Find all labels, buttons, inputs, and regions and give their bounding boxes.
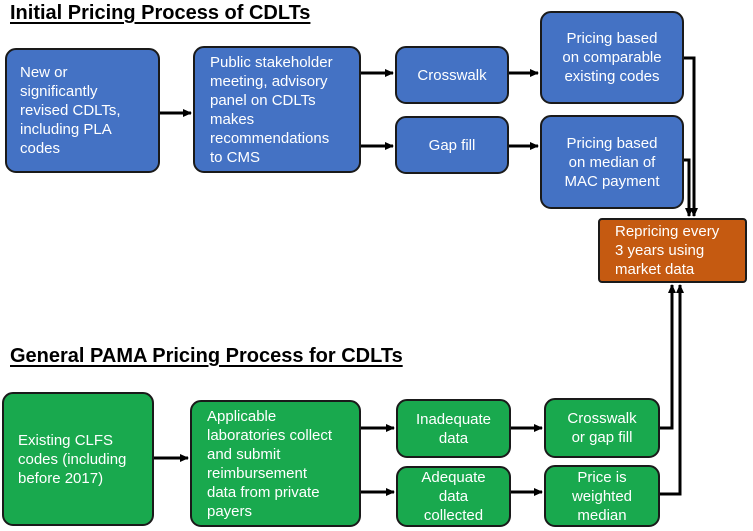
gap-fill-text: Gap fill: [428, 136, 476, 154]
crosswalk-gap-fill-box: Crosswalk or gap fill: [544, 398, 660, 458]
adequate-data-text: Adequate data collected: [421, 469, 486, 524]
new-cdlts-box: New or significantly revised CDLTs, incl…: [5, 48, 160, 173]
pricing-comparable-text: Pricing based on comparable existing cod…: [562, 30, 662, 85]
existing-clfs-box: Existing CLFS codes (including before 20…: [2, 392, 154, 526]
pricing-median-box: Pricing based on median of MAC payment: [540, 115, 684, 209]
stakeholder-meeting-text: Public stakeholder meeting, advisory pan…: [210, 53, 333, 166]
repricing-text: Repricing every 3 years using market dat…: [615, 223, 720, 278]
crosswalk-text: Crosswalk: [417, 66, 487, 84]
arrow-weighted-median-to-repricing: [660, 284, 684, 496]
inadequate-data-box: Inadequate data: [396, 399, 511, 458]
crosswalk-gap-fill-text: Crosswalk or gap fill: [567, 410, 637, 446]
adequate-data-box: Adequate data collected: [396, 466, 511, 527]
arrow-pricing-median-to-repricing: [684, 158, 693, 217]
new-cdlts-text: New or significantly revised CDLTs, incl…: [20, 64, 121, 157]
existing-clfs-text: Existing CLFS codes (including before 20…: [18, 431, 127, 487]
crosswalk-box: Crosswalk: [395, 46, 509, 104]
labs-collect-box: Applicable laboratories collect and subm…: [190, 400, 361, 527]
weighted-median-text: Price is weighted median: [571, 468, 633, 524]
weighted-median-box: Price is weighted median: [544, 465, 660, 527]
labs-collect-text: Applicable laboratories collect and subm…: [207, 407, 333, 520]
pama-pricing-title: General PAMA Pricing Process for CDLTs: [10, 345, 403, 367]
gap-fill-box: Gap fill: [395, 116, 509, 174]
initial-pricing-title: Initial Pricing Process of CDLTs: [10, 2, 311, 24]
stakeholder-meeting-box: Public stakeholder meeting, advisory pan…: [193, 46, 361, 173]
repricing-box: Repricing every 3 years using market dat…: [598, 218, 747, 283]
arrow-crosswalk-gap-to-repricing: [660, 284, 676, 430]
inadequate-data-text: Inadequate data: [415, 410, 492, 447]
arrow-pricing-comparable-to-repricing: [684, 56, 698, 217]
pricing-median-text: Pricing based on median of MAC payment: [564, 134, 660, 190]
pricing-comparable-box: Pricing based on comparable existing cod…: [540, 11, 684, 104]
